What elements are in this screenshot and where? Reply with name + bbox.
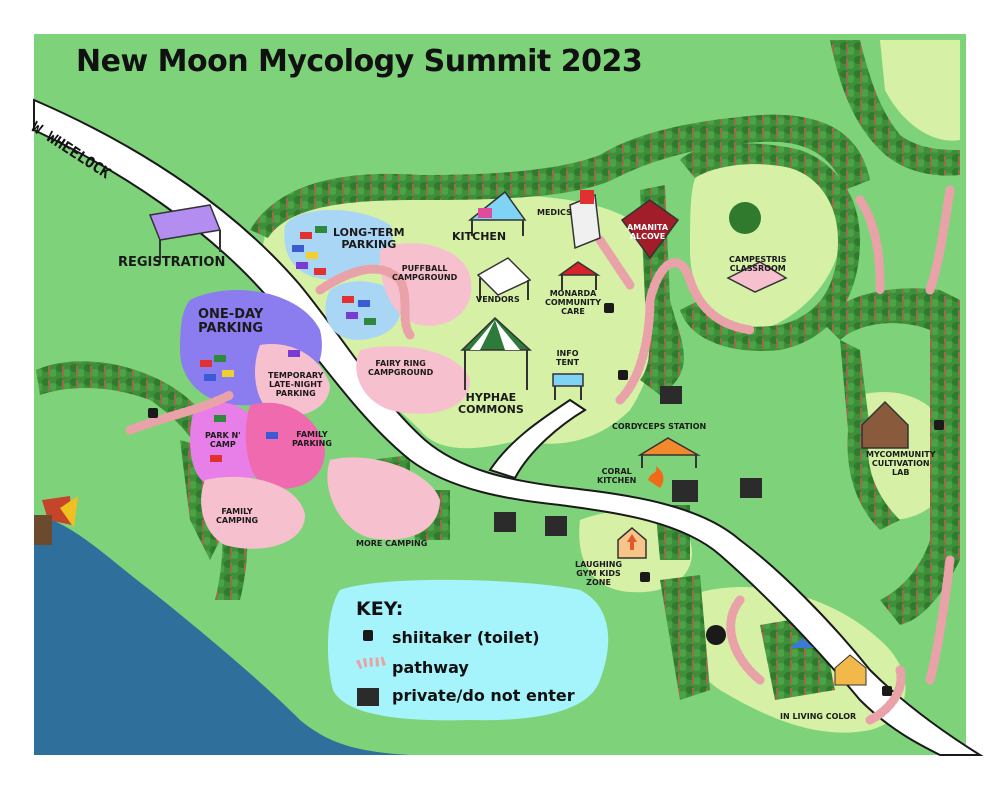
toilet-icon [604, 303, 614, 313]
label-long-term-parking[interactable]: LONG-TERM PARKING [333, 226, 405, 252]
pathway-living-bottom [865, 665, 906, 725]
private-square-icon [494, 512, 516, 532]
label-in-living-color[interactable]: IN LIVING COLOR [780, 712, 857, 721]
label-temporary-late-night-parking[interactable]: TEMPORARY LATE-NIGHT PARKING [268, 371, 324, 398]
vendors-tent-icon [476, 257, 532, 300]
forest-lower-middle [660, 575, 710, 700]
top-right-clearing [880, 40, 960, 141]
label-monarda-community-care[interactable]: MONARDA COMMUNITY CARE [545, 289, 602, 316]
key-item-toilet: shiitaker (toilet) [392, 628, 540, 647]
pathway-left [125, 390, 235, 435]
coral-kitchen-fire-icon [648, 466, 664, 488]
pathway-right [925, 185, 955, 295]
late-night-parking-zone [255, 344, 330, 417]
dock-icon [34, 496, 78, 545]
label-cordyceps-station[interactable]: CORDYCEPS STATION [612, 422, 707, 431]
toilet-icon [640, 572, 650, 582]
pathways [125, 185, 955, 725]
toilet-icon [882, 686, 892, 696]
label-laughing-gym-kids-zone[interactable]: LAUGHING GYM KIDS ZONE [575, 560, 623, 587]
label-kitchen[interactable]: KITCHEN [452, 230, 507, 243]
label-info-tent[interactable]: INFO TENT [556, 349, 580, 367]
private-square-icon [545, 516, 567, 536]
campestris-clearing [690, 161, 842, 331]
pathway-medics [595, 235, 635, 290]
pathway-puffball [315, 264, 415, 340]
label-amanita-alcove[interactable]: AMANITA ALCOVE [627, 223, 669, 241]
label-park-n-camp[interactable]: PARK N' CAMP [205, 431, 241, 449]
info-tent-icon [552, 373, 584, 400]
toilet-icon [618, 370, 628, 380]
label-mycommunity-cultivation-lab[interactable]: MYCOMMUNITY CULTIVATION LAB [866, 450, 936, 477]
label-hyphae-commons[interactable]: HYPHAE COMMONS [458, 391, 524, 417]
lake [34, 515, 410, 755]
family-parking-zone [245, 402, 325, 489]
label-one-day-parking[interactable]: ONE-DAY PARKING [198, 307, 264, 337]
key-pathway-icon [355, 655, 389, 670]
car-icons [200, 226, 376, 462]
toilet-icon [148, 408, 158, 418]
key-item-private: private/do not enter [392, 686, 575, 705]
label-vendors[interactable]: VENDORS [476, 295, 520, 304]
key-panel [327, 579, 609, 721]
fire-pit-icon [706, 625, 726, 645]
label-puffball-campground[interactable]: PUFFBALL CAMPGROUND [392, 264, 458, 282]
pathway-center-right [615, 258, 755, 405]
monarda-tent-icon [557, 261, 601, 290]
label-campestris-classroom[interactable]: CAMPESTRIS CLASSROOM [729, 255, 787, 273]
tree-campestris [729, 202, 761, 234]
key-item-pathway: pathway [392, 658, 469, 677]
registration-tent-icon [148, 204, 222, 262]
label-family-parking[interactable]: FAMILY PARKING [292, 430, 332, 448]
family-camping-zone [201, 476, 305, 549]
kids-zone-house-icon [617, 527, 647, 559]
forest-right-column [820, 288, 960, 625]
key-private-icon [357, 688, 379, 706]
label-more-camping[interactable]: MORE CAMPING [356, 539, 428, 548]
private-square-icon [672, 480, 698, 502]
campestris-tent-icon [726, 261, 788, 293]
label-family-camping[interactable]: FAMILY CAMPING [216, 507, 259, 525]
cultivation-lab-cabin-icon [861, 400, 909, 449]
more-camping-zone [327, 457, 440, 540]
cordyceps-tent-icon [637, 437, 701, 468]
living-color-tents-icon [790, 638, 867, 686]
private-square-icon [740, 478, 762, 498]
puffball-parking-zone [325, 281, 401, 340]
medics-building-icon [569, 190, 601, 250]
access-road [488, 398, 587, 480]
key-title: KEY: [356, 598, 404, 620]
long-term-parking-zone [284, 210, 393, 281]
forest-right-loop [840, 340, 900, 530]
label-coral-kitchen[interactable]: CORAL KITCHEN [597, 467, 637, 485]
label-medics[interactable]: MEDICS [537, 208, 572, 217]
map-title: New Moon Mycology Summit 2023 [76, 44, 643, 79]
private-square-icon [660, 386, 682, 404]
amanita-alcove-icon [620, 199, 680, 260]
label-fairy-ring-campground[interactable]: FAIRY RING CAMPGROUND [368, 359, 434, 377]
kitchen-tent-icon [467, 190, 527, 236]
private-areas [494, 386, 762, 536]
hyphae-commons-tent-icon [460, 316, 532, 390]
fairy-ring-campground-zone [356, 346, 470, 414]
pathway-living-color [726, 595, 765, 685]
forest-top-ring [250, 114, 870, 238]
key-toilet-icon [363, 630, 373, 641]
forest-top-right [830, 40, 960, 176]
pathway-right-lower [925, 555, 955, 685]
toilet-icons [148, 303, 944, 696]
pathway-campestris [855, 195, 885, 295]
label-registration[interactable]: REGISTRATION [118, 255, 226, 270]
forest-campestris-ring [680, 143, 860, 351]
toilet-icon [934, 420, 944, 430]
